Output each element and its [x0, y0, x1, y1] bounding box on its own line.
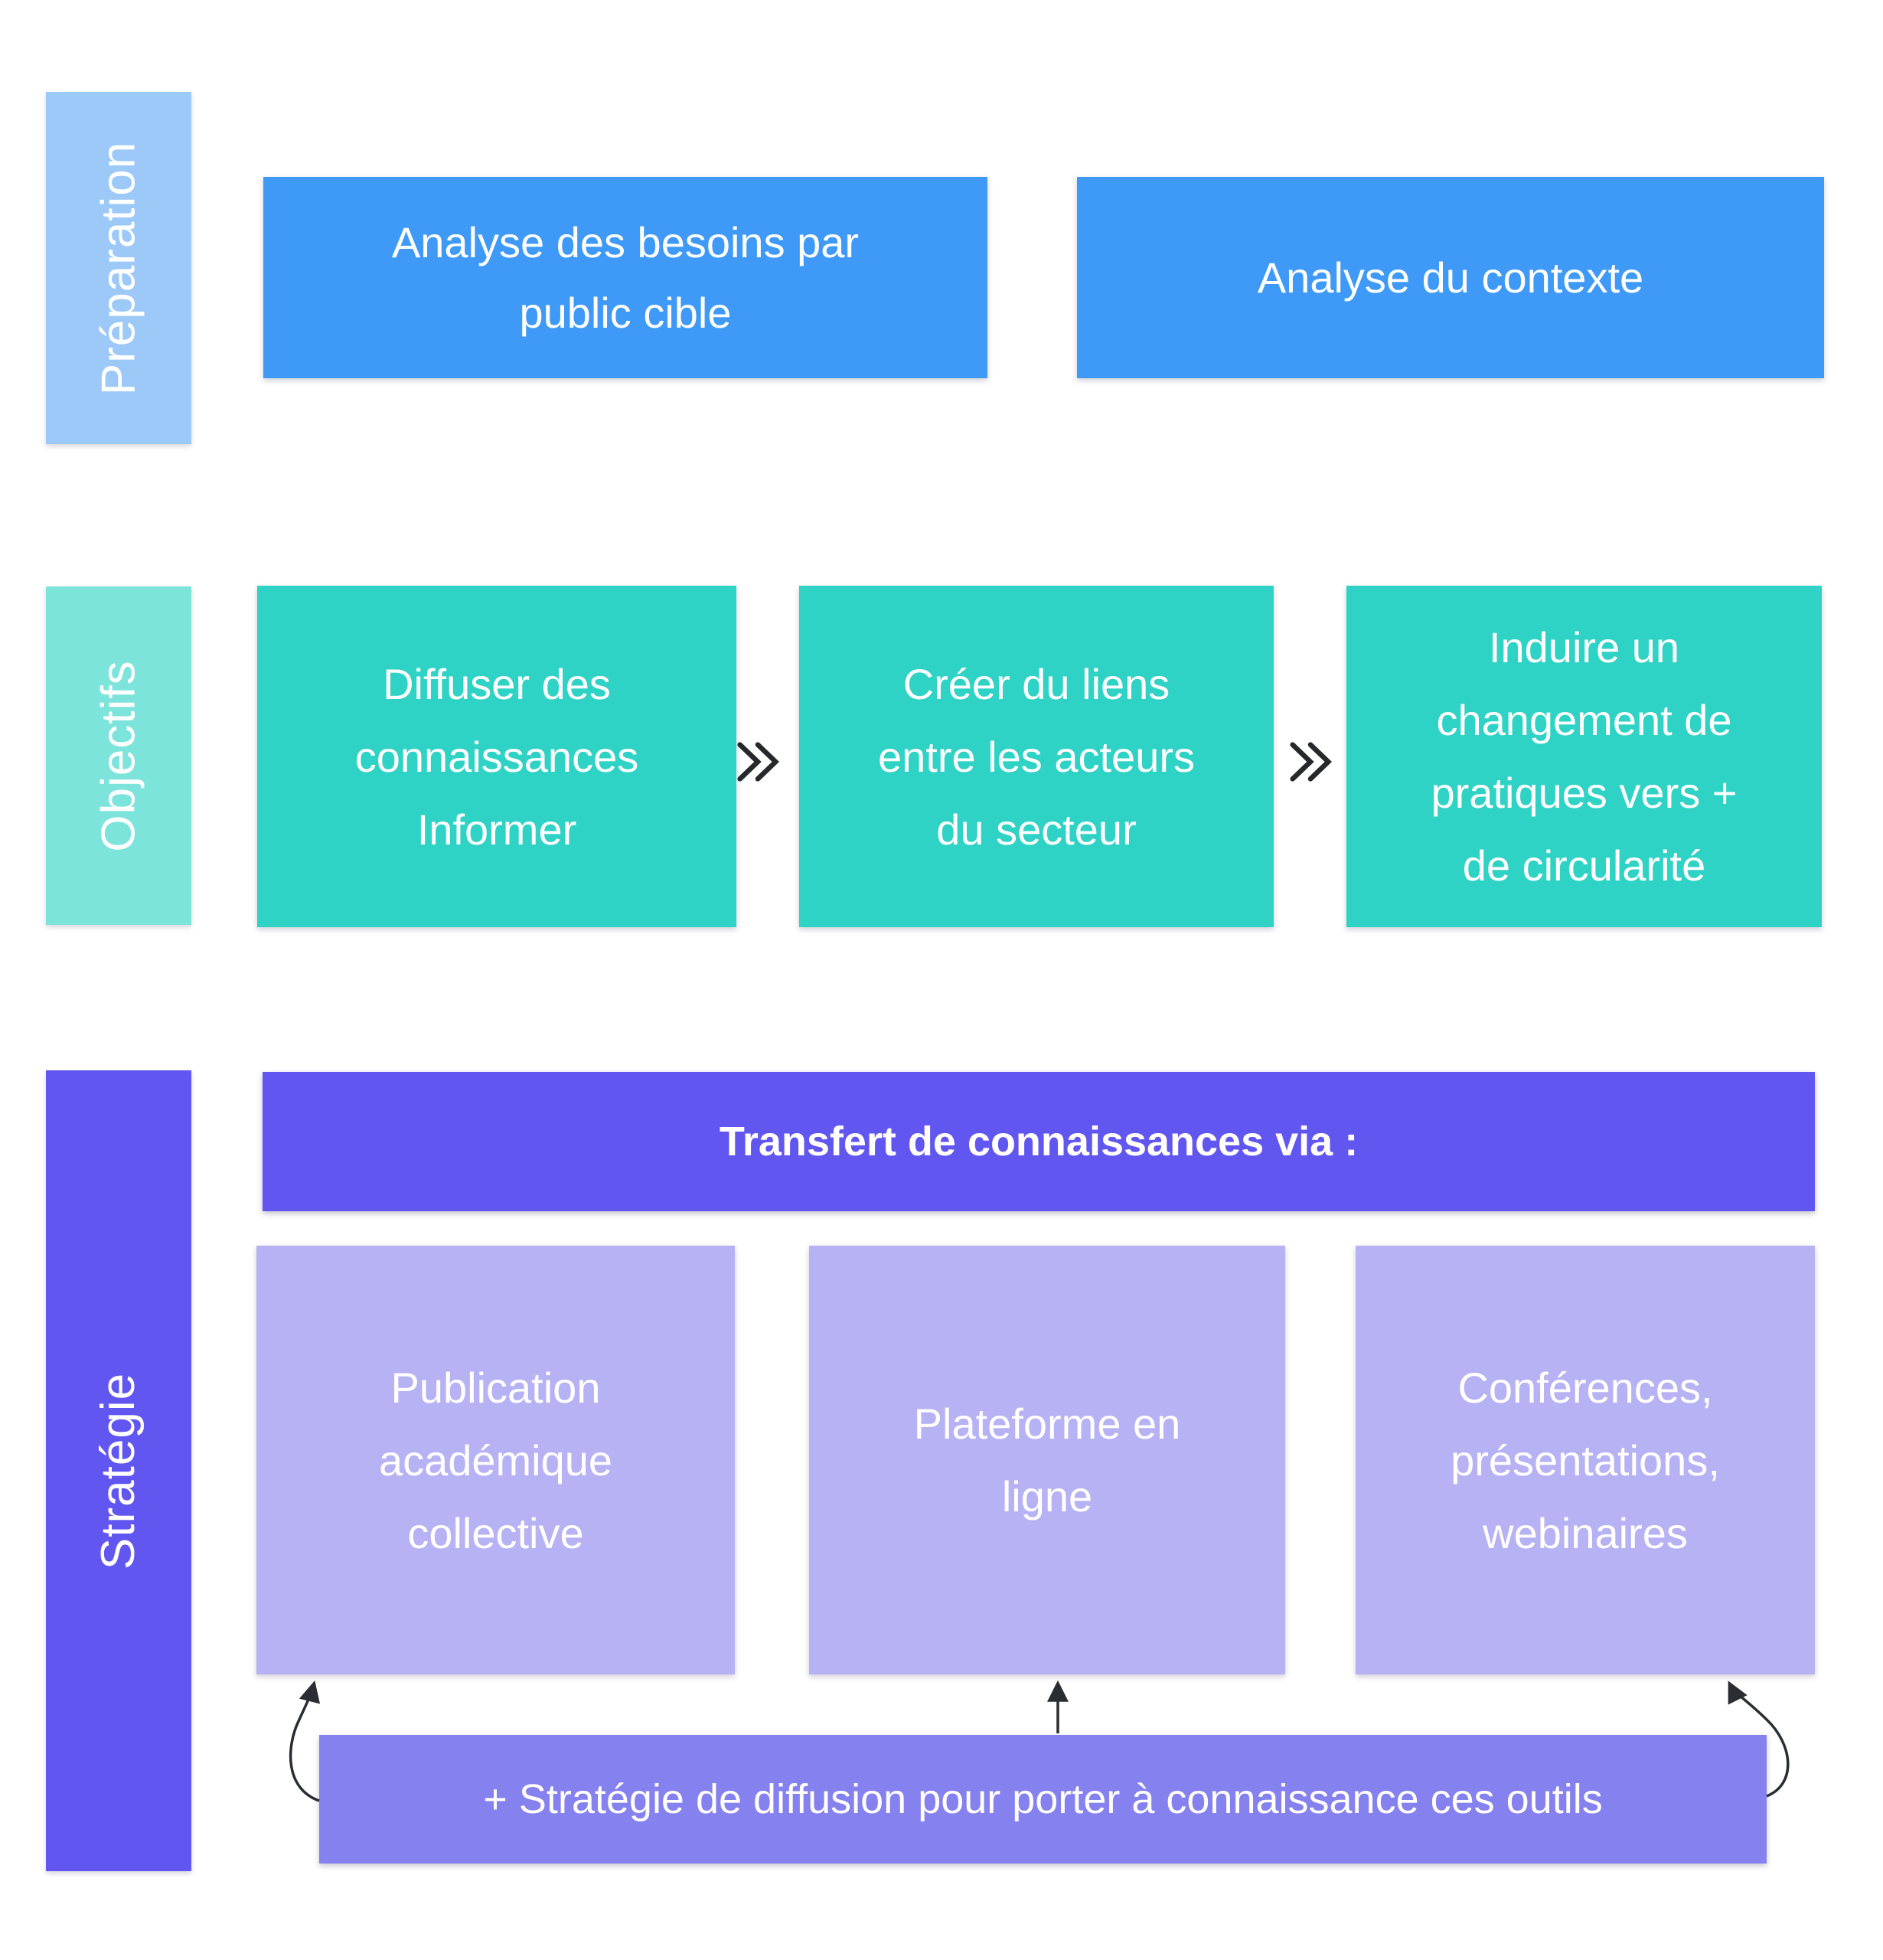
- arrow-to-publication: [289, 1680, 321, 1802]
- box-text: Analyse du contexte: [1257, 253, 1644, 302]
- box-text: Diffuser des connaissances Informer: [354, 659, 639, 854]
- box-text: Créer du liens entre les acteurs du sect…: [878, 659, 1195, 854]
- footer-text: + Stratégie de diffusion pour porter à c…: [483, 1776, 1603, 1822]
- row-label-objectifs: Objectifs: [46, 586, 191, 925]
- box-plateforme-ligne: Plateforme en ligne: [809, 1246, 1285, 1674]
- box-analyse-besoins: Analyse des besoins par public cible: [263, 177, 987, 378]
- box-publication-academique: Publication académique collective: [256, 1246, 735, 1674]
- header-transfert-connaissances: Transfert de connaissances via :: [263, 1072, 1815, 1211]
- box-text: Conférences, présentations, webinaires: [1451, 1363, 1720, 1557]
- box-analyse-contexte: Analyse du contexte: [1077, 177, 1824, 378]
- box-text: Analyse des besoins par public cible: [391, 217, 860, 337]
- double-chevron-right-icon: [1289, 740, 1332, 784]
- footer-strategie-diffusion: + Stratégie de diffusion pour porter à c…: [319, 1735, 1767, 1864]
- double-chevron-right-icon: [736, 740, 779, 784]
- box-conferences-webinaires: Conférences, présentations, webinaires: [1356, 1246, 1815, 1674]
- row-label-text: Objectifs: [92, 659, 145, 852]
- box-text: Publication académique collective: [378, 1363, 613, 1557]
- box-text: Plateforme en ligne: [913, 1400, 1181, 1521]
- row-label-text: Préparation: [92, 141, 145, 395]
- box-diffuser-connaissances: Diffuser des connaissances Informer: [257, 586, 736, 927]
- header-text: Transfert de connaissances via :: [719, 1119, 1359, 1165]
- row-label-text: Stratégie: [92, 1372, 145, 1570]
- row-label-strategie: Stratégie: [46, 1070, 191, 1871]
- row-label-preparation: Préparation: [46, 92, 191, 444]
- box-induire-changement: Induire un changement de pratiques vers …: [1346, 586, 1822, 927]
- box-text: Induire un changement de pratiques vers …: [1431, 623, 1738, 890]
- box-creer-liens: Créer du liens entre les acteurs du sect…: [799, 586, 1274, 927]
